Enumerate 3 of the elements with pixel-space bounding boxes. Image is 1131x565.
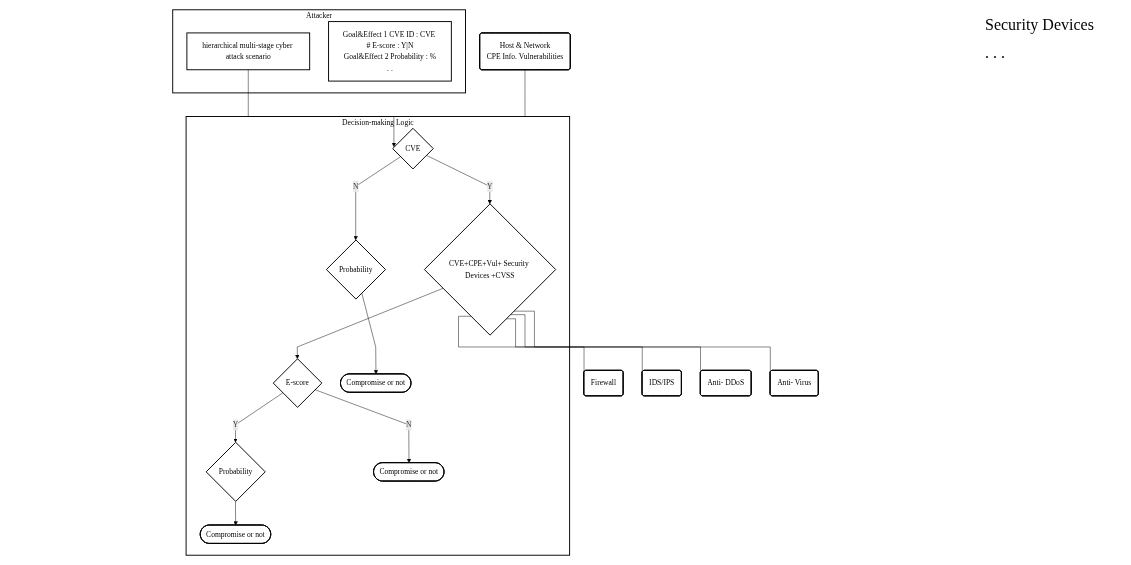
connector	[524, 69, 526, 117]
note-label: Security Devices	[985, 16, 1095, 34]
note-label: . . .	[985, 44, 1006, 62]
